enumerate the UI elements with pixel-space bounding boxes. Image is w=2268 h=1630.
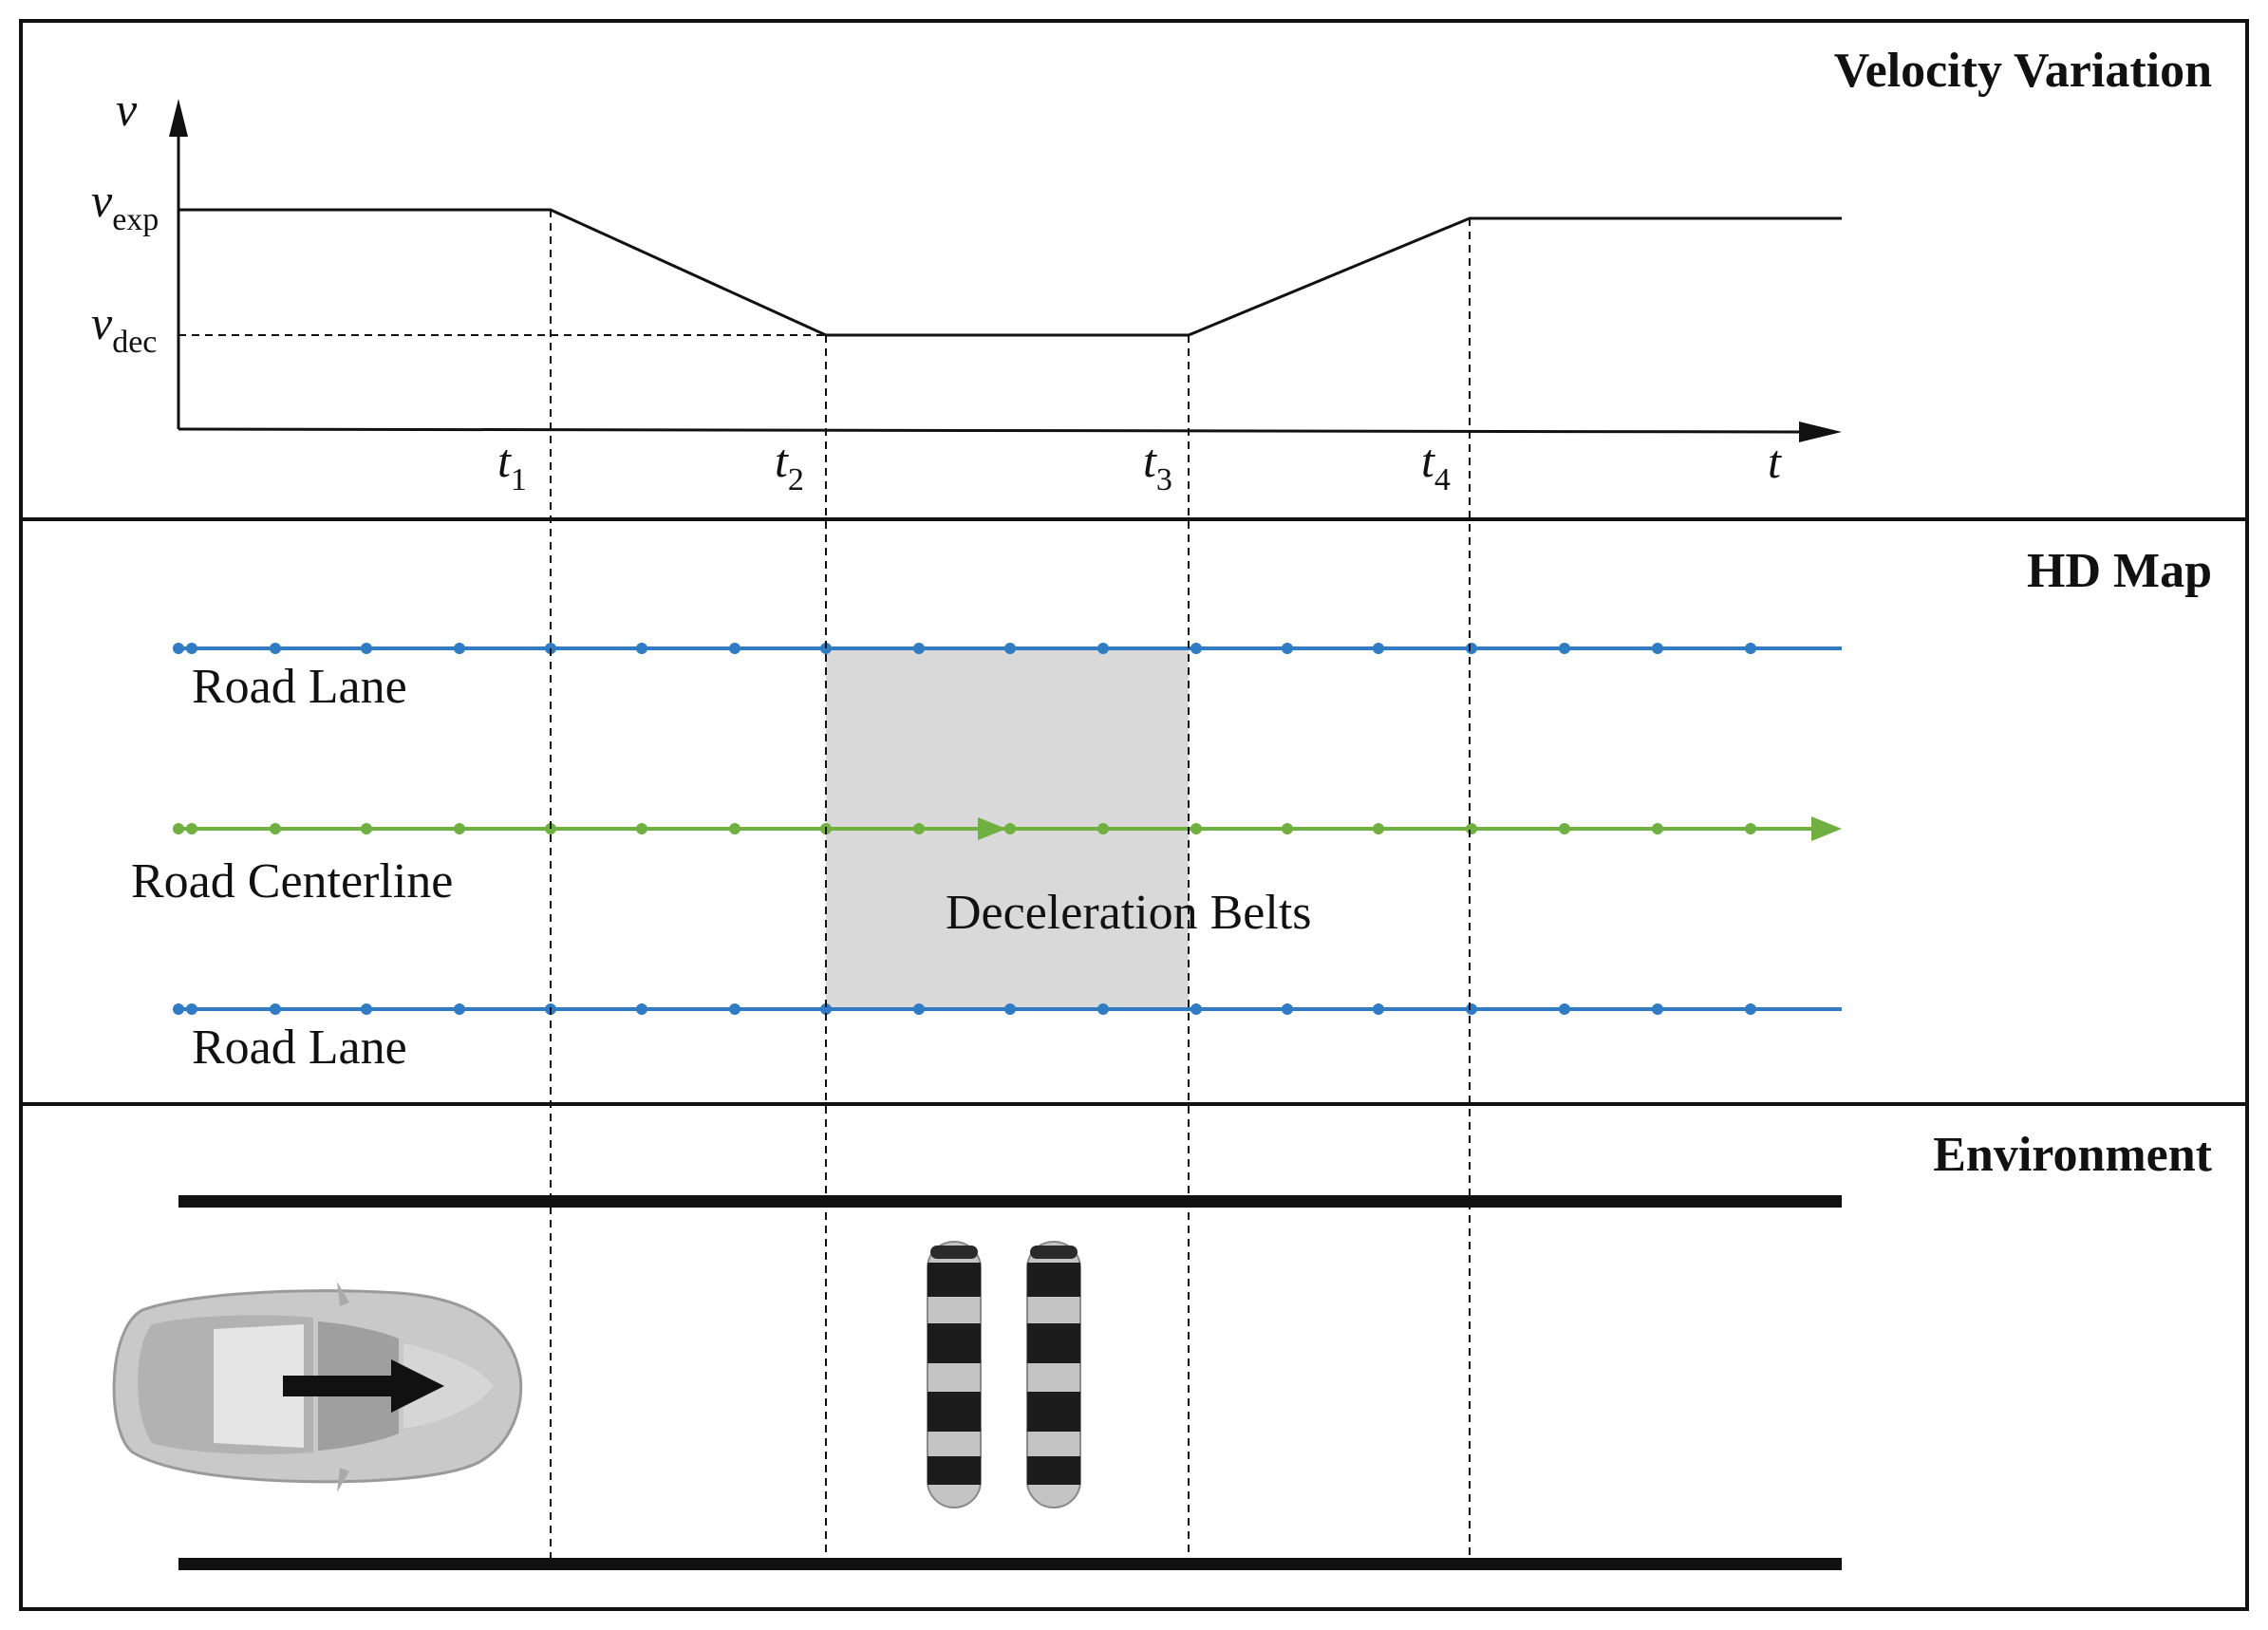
centerline-waypoint [186,823,197,834]
road-lane-waypoint [636,643,647,654]
road-lane-waypoint [1097,1003,1109,1015]
t2-label: t2 [775,434,804,497]
hdmap-panel: Road Lane Road Centerline Deceleration B… [131,643,1842,1075]
centerline-mid-arrowhead [978,817,1006,840]
road-lane-waypoint [1652,643,1663,654]
centerline-waypoint [361,823,372,834]
road-lane-waypoint [361,1003,372,1015]
centerline-waypoint [729,823,740,834]
v-dec-subscript: dec [112,325,157,360]
road-lane-waypoint [1190,643,1202,654]
road-lane-waypoint [270,1003,281,1015]
velocity-graph: v t vexp vdec t1 t2 t3 t4 [91,83,1842,497]
t4-label: t4 [1421,434,1451,497]
x-axis [178,427,1800,434]
road-edge-bottom [178,1558,1842,1570]
road-lane-waypoint [729,643,740,654]
centerline-waypoint [636,823,647,834]
centerline-waypoint [1190,823,1202,834]
road-lane-bottom-waypoints [173,1003,1756,1015]
road-lane-waypoint [270,643,281,654]
y-axis-arrowhead [169,99,188,137]
road-lane-waypoint [1466,1003,1477,1015]
road-lane-waypoint [1466,643,1477,654]
outer-frame [19,19,2249,1611]
road-lane-waypoint [186,643,197,654]
road-lane-bottom-label: Road Lane [192,1021,407,1075]
t1-subscript: 1 [511,462,527,497]
road-lane-waypoint [913,1003,925,1015]
t4-base: t [1421,434,1435,487]
deceleration-belts-label: Deceleration Belts [946,886,1312,940]
road-lane-waypoint [1559,643,1570,654]
centerline-waypoint [1745,823,1756,834]
t2-subscript: 2 [788,462,804,497]
road-lane-waypoint [729,1003,740,1015]
x-axis-arrowhead [1799,422,1842,442]
road-lane-waypoint [173,643,184,654]
environment-panel [112,1195,1842,1570]
v-dec-label: vdec [91,296,157,360]
centerline-waypoint [1373,823,1384,834]
centerline-waypoint [545,823,556,834]
centerline-waypoint [1559,823,1570,834]
road-lane-waypoint [1097,643,1109,654]
road-lane-waypoint [820,1003,832,1015]
t4-subscript: 4 [1434,462,1451,497]
road-lane-waypoint [454,643,465,654]
t1-label: t1 [497,434,527,497]
centerline-waypoint [1004,823,1016,834]
centerline-waypoint [1282,823,1293,834]
arrow-right-icon [283,1359,444,1413]
road-lane-waypoint [1282,1003,1293,1015]
road-lane-waypoint [1745,1003,1756,1015]
road-lane-waypoint [1745,643,1756,654]
road-lane-waypoint [1282,643,1293,654]
road-lane-waypoint [913,643,925,654]
speed-bump-icon [927,1241,982,1508]
panel-title-environment: Environment [1933,1128,2212,1182]
t3-label: t3 [1143,434,1172,497]
velocity-profile-line [178,208,1842,337]
road-lane-waypoint [454,1003,465,1015]
x-axis-label: t [1768,435,1782,488]
v-exp-base: v [91,174,113,227]
t1-base: t [497,434,512,487]
centerline-end-arrowhead [1811,816,1842,841]
panel-title-hdmap: HD Map [2027,544,2212,598]
centerline-waypoint [913,823,925,834]
centerline-waypoint [1652,823,1663,834]
v-exp-label: vexp [91,174,159,237]
t2-base: t [775,434,789,487]
centerline-waypoint [454,823,465,834]
road-lane-waypoint [173,1003,184,1015]
road-edge-top [178,1195,1842,1208]
road-lane-waypoint [1004,643,1016,654]
road-lane-waypoint [361,643,372,654]
panel-title-velocity: Velocity Variation [1834,44,2212,98]
road-lane-waypoint [1373,643,1384,654]
speed-bump-icon [1026,1241,1081,1508]
road-lane-top-label: Road Lane [192,660,407,714]
road-lane-waypoint [1190,1003,1202,1015]
road-lane-waypoint [1373,1003,1384,1015]
t3-subscript: 3 [1156,462,1172,497]
centerline-waypoint [1097,823,1109,834]
road-centerline-label: Road Centerline [131,854,453,909]
centerline-waypoint [270,823,281,834]
centerline-waypoint [1466,823,1477,834]
road-lane-waypoint [1652,1003,1663,1015]
v-exp-subscript: exp [112,202,159,237]
t3-base: t [1143,434,1157,487]
road-lane-waypoint [636,1003,647,1015]
y-axis-label: v [116,83,138,136]
v-dec-base: v [91,296,113,349]
road-lane-waypoint [1004,1003,1016,1015]
road-lane-waypoint [1559,1003,1570,1015]
road-centerline-waypoints [173,823,1756,834]
centerline-waypoint [173,823,184,834]
road-lane-waypoint [186,1003,197,1015]
